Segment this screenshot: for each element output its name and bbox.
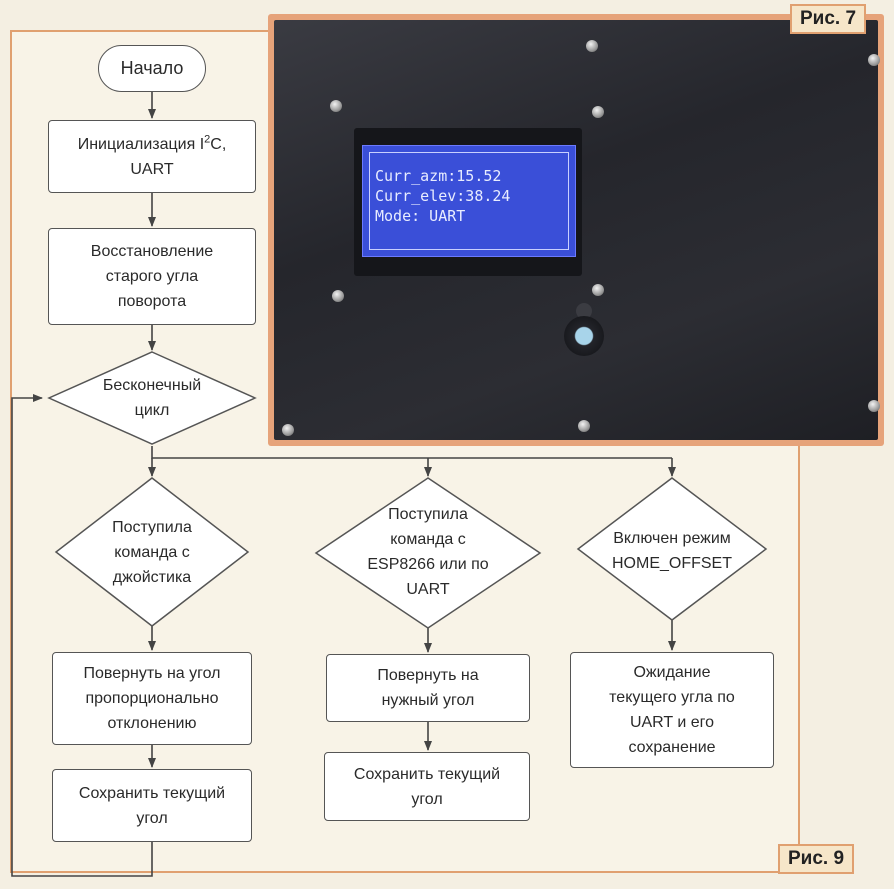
init-node-label: Инициализация I2C, UART: [77, 133, 227, 178]
lcd-border: [369, 152, 569, 250]
decision-loop-shape: [47, 351, 257, 445]
rotate-needed-node: Повернуть на нужный угол: [326, 654, 530, 722]
screw-icon: [868, 400, 880, 412]
figure-label-9: Рис. 9: [778, 844, 855, 874]
save-angle-node-1: Сохранить текущий угол: [52, 769, 252, 842]
screw-icon: [868, 54, 880, 66]
restore-angle-node: Восстановление старого угла поворота: [48, 228, 256, 325]
decision-home-label: Включен режим HOME_OFFSET: [611, 530, 732, 572]
device-photo: Curr_azm:15.52 Curr_elev:38.24 Mode: UAR…: [268, 14, 884, 446]
decision-esp-shape: [314, 477, 542, 629]
loop-node-label: Бесконечный цикл: [102, 377, 202, 419]
screw-icon: [592, 106, 604, 118]
decision-home-shape: [576, 477, 768, 621]
wait-angle-node: Ожидание текущего угла по UART и его сох…: [570, 652, 774, 768]
rotate-proportional-node: Повернуть на угол пропорционально отклон…: [52, 652, 252, 745]
screw-icon: [332, 290, 344, 302]
branch-bus: [151, 446, 672, 459]
screw-icon: [586, 40, 598, 52]
screw-icon: [282, 424, 294, 436]
save-angle-node-2: Сохранить текущий угол: [324, 752, 530, 821]
lcd-line-mode: Mode: UART: [375, 207, 466, 225]
decision-joystick-label: Поступила команда с джойстика: [112, 518, 192, 586]
lcd-line-elevation: Curr_elev:38.24: [375, 187, 511, 205]
lcd-line-azimuth: Curr_azm:15.52: [375, 167, 502, 185]
screw-icon: [578, 420, 590, 432]
screw-icon: [330, 100, 342, 112]
decision-esp-label: Поступила команда с ESP8266 или по UART: [367, 506, 489, 598]
knob-stem: [576, 303, 592, 319]
lcd-screen: Curr_azm:15.52 Curr_elev:38.24 Mode: UAR…: [362, 145, 576, 257]
knob-icon: [564, 316, 604, 356]
decision-joystick-shape: [54, 477, 250, 627]
device-panel: Curr_azm:15.52 Curr_elev:38.24 Mode: UAR…: [274, 20, 880, 440]
loop-return-line: [11, 394, 153, 877]
init-node: Инициализация I2C, UART: [48, 120, 256, 193]
screw-icon: [592, 284, 604, 296]
figure-label-7: Рис. 7: [790, 4, 867, 34]
start-node: Начало: [98, 45, 206, 92]
